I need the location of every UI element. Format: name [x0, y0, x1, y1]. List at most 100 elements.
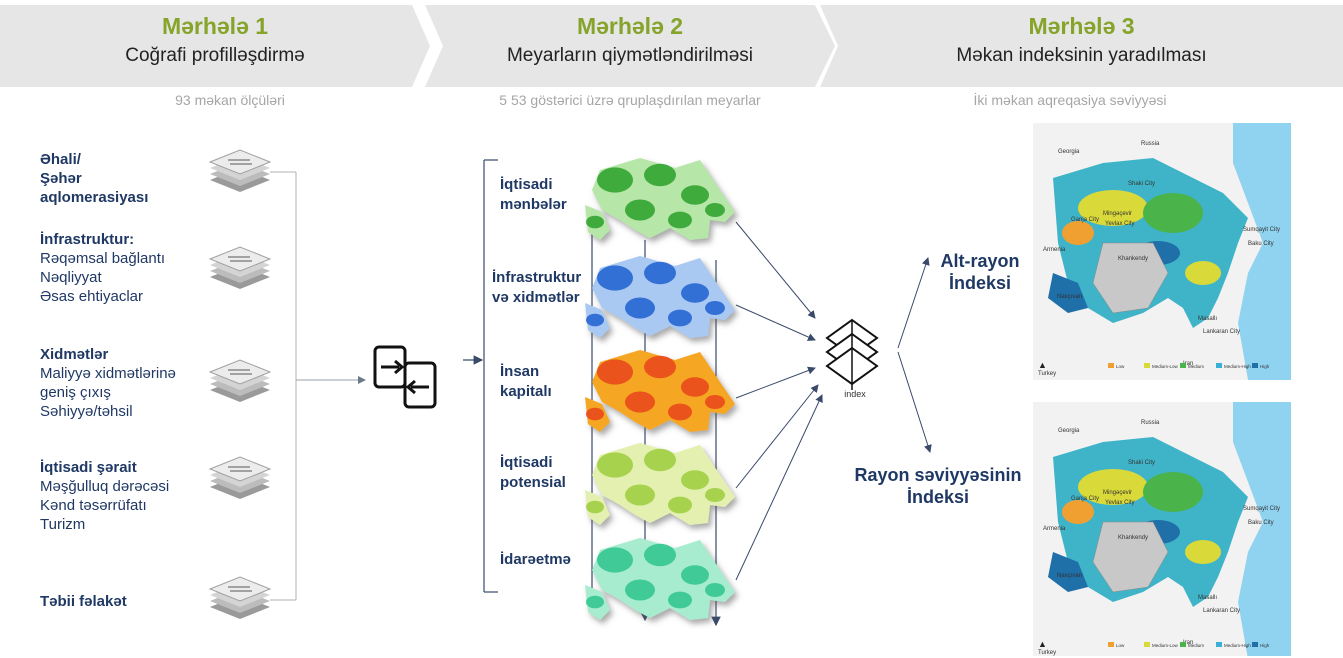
stage-3-banner: Mərhələ 3 Məkan indeksinin yaradılması [820, 5, 1343, 87]
layers-icon [209, 359, 271, 403]
map-region [705, 488, 725, 502]
region-low [1062, 221, 1094, 245]
map-place-label: Naxçıvan [1057, 294, 1082, 300]
criterion-map-economic-potential [585, 443, 735, 525]
map-place-label: Turkey [1038, 650, 1056, 656]
map-region [644, 163, 676, 187]
map-place-label: Baku City [1248, 520, 1274, 526]
map-region [597, 359, 633, 385]
legend-swatch [1144, 642, 1150, 647]
legend-label: High [1260, 364, 1270, 369]
category-natural-disaster: Təbii fəlakət [40, 592, 127, 611]
map-place-label: Mingəçevir [1103, 490, 1132, 496]
criterion-label-infrastructure: İnfrastruktur və xidmətlər [492, 269, 582, 306]
map-place-label: Iran [1183, 361, 1193, 367]
map-place-label: Khankendy [1118, 256, 1148, 262]
map-region [705, 301, 725, 315]
map-region [681, 377, 709, 397]
legend-label: Medium [1188, 364, 1204, 369]
map-region [597, 167, 633, 193]
category-economic-conditions: İqtisadi şərait Məşğulluq dərəcəsi Kənd … [40, 458, 169, 534]
category-item: Məşğulluq dərəcəsi [40, 478, 170, 495]
region-medium [1143, 193, 1203, 233]
layers-icon [209, 576, 271, 620]
region-medium-low [1185, 540, 1221, 564]
stage-1-description: 93 məkan ölçüləri [175, 92, 285, 108]
map-region [597, 452, 633, 478]
stage-3-title: Mərhələ 3 [1028, 13, 1135, 39]
map-place-label: Lankaran City [1203, 329, 1240, 335]
criterion-map-governance [585, 538, 735, 620]
map-region [597, 547, 633, 573]
naxcivan-region [1048, 552, 1088, 592]
criteria-maps [585, 158, 735, 620]
index-label-district-level: Rayon səviyyəsinin İndeksi [854, 465, 1022, 507]
legend-label: Low [1116, 643, 1125, 648]
layers-icon [209, 456, 271, 500]
criterion-map-infrastructure [585, 256, 735, 338]
map-place-label: Turkey [1038, 371, 1056, 377]
map-region [668, 403, 692, 421]
category-item: geniş çıxış [40, 384, 111, 401]
legend-swatch [1144, 363, 1150, 368]
category-infrastructure: İnfrastruktur: Rəqəmsal bağlantı Nəqliyy… [40, 230, 165, 306]
region-medium-low [1185, 261, 1221, 285]
criterion-map-human-capital [585, 350, 735, 432]
category-services: Xidmətlər Maliyyə xidmətlərinə geniş çıx… [40, 345, 176, 421]
map-place-label: Russia [1141, 141, 1160, 147]
legend-swatch [1108, 642, 1114, 647]
merge-icon [373, 345, 437, 409]
caspian-sea [1233, 402, 1291, 656]
map-place-label: Armenia [1043, 526, 1066, 532]
map-place-label: Shaki City [1128, 460, 1155, 466]
north-arrow-icon: ▲ [1038, 360, 1047, 370]
category-heading: Əhali/ Şəhər aqlomerasiyası [40, 151, 149, 206]
legend-label: Medium-Low [1152, 643, 1179, 648]
map-region [644, 261, 676, 285]
stage-1-title: Mərhələ 1 [161, 13, 269, 39]
map-place-label: Sumqayit City [1243, 506, 1280, 512]
category-heading: Təbii fəlakət [40, 593, 127, 610]
map-place-label: Sumqayit City [1243, 227, 1280, 233]
stage-3-description: İki məkan aqreqasiya səviyyəsi [973, 92, 1167, 108]
map-place-label: Yevlax City [1105, 500, 1134, 506]
category-item: Kənd təsərrüfatı [40, 497, 147, 514]
map-region [586, 215, 604, 229]
category-heading: İqtisadi şərait [40, 459, 137, 476]
map-place-label: Ganja City [1071, 496, 1099, 502]
category-population: Əhali/ Şəhər aqlomerasiyası [40, 150, 148, 207]
legend-label: Low [1116, 364, 1125, 369]
legend-label: Medium-High [1224, 643, 1251, 648]
map-region [644, 448, 676, 472]
region-medium-low [1078, 190, 1148, 226]
map-region [625, 297, 655, 319]
map-region [586, 313, 604, 327]
criterion-label-economic-resources: İqtisadi mənbələr [500, 176, 567, 213]
category-item: Nəqliyyat [40, 269, 102, 286]
map-place-label: Masallı [1198, 595, 1217, 601]
region-no-data [1092, 521, 1169, 593]
legend-label: Medium [1188, 643, 1204, 648]
map-region [681, 470, 709, 490]
region-medium [1143, 472, 1203, 512]
criterion-label-human-capital: İnsan kapitalı [500, 363, 552, 400]
map-region [705, 203, 725, 217]
map-place-label: Georgia [1058, 149, 1080, 155]
legend-swatch [1180, 642, 1186, 647]
legend-label: Medium-Low [1152, 364, 1179, 369]
map-place-label: Naxçıvan [1057, 573, 1082, 579]
map-region [644, 355, 676, 379]
map-region [586, 500, 604, 514]
legend-swatch [1108, 363, 1114, 368]
category-item: Turizm [40, 516, 86, 533]
criterion-label-governance: İdarəetmə [500, 551, 571, 568]
legend-label: High [1260, 643, 1270, 648]
map-region [586, 407, 604, 421]
criterion-label-economic-potential: İqtisadi potensial [500, 454, 566, 491]
map-place-label: Armenia [1043, 247, 1066, 253]
map-region [668, 309, 692, 327]
map-region [625, 199, 655, 221]
